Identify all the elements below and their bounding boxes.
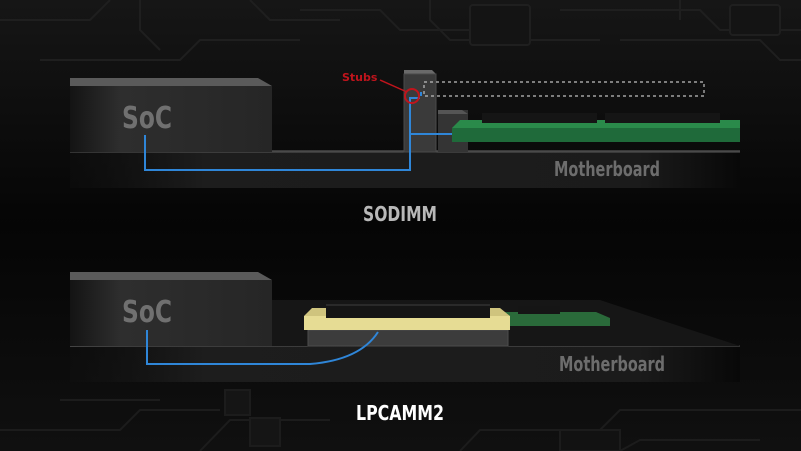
circuit-pattern-bottom bbox=[0, 389, 801, 451]
sodimm-dram-chip-1 bbox=[482, 113, 597, 123]
sodimm-motherboard-label: Motherboard bbox=[554, 157, 660, 181]
sodimm-dram-chip-2 bbox=[605, 113, 720, 123]
stub-outline bbox=[423, 81, 705, 97]
lpcamm2-soc-label: SoC bbox=[122, 295, 172, 330]
sodimm-socket-top bbox=[404, 70, 436, 74]
sodimm-caption: SODIMM bbox=[363, 202, 437, 226]
circuit-pattern-top bbox=[0, 0, 801, 61]
sodimm-socket bbox=[404, 74, 436, 152]
sodimm-soc-top bbox=[70, 78, 272, 86]
lpcamm2-module-green bbox=[490, 312, 610, 326]
sodimm-module bbox=[452, 128, 740, 142]
sodimm-soc bbox=[70, 86, 272, 152]
lpcamm2-diagram: SoC Motherboard LPCAMM2 bbox=[70, 272, 740, 425]
stub-marker-circle bbox=[404, 88, 420, 104]
stub-label: Stubs bbox=[342, 71, 378, 84]
lpcamm2-motherboard-label: Motherboard bbox=[559, 352, 665, 376]
lpcamm2-soc-top bbox=[70, 272, 272, 280]
sodimm-signal-trace bbox=[144, 97, 420, 171]
lpcamm2-module-gold bbox=[304, 316, 510, 330]
lpcamm2-connector-base bbox=[308, 330, 508, 346]
lpcamm2-signal-trace bbox=[146, 330, 379, 365]
sodimm-diagram: SoC Stubs Motherboard SODIMM bbox=[70, 70, 740, 226]
lpcamm2-soc bbox=[70, 280, 272, 346]
sodimm-soc-label: SoC bbox=[122, 101, 172, 136]
lpcamm2-small-chip bbox=[518, 306, 560, 314]
lpcamm2-dram-package bbox=[326, 304, 490, 318]
lpcamm2-caption: LPCAMM2 bbox=[356, 401, 444, 425]
stub-marker-leader bbox=[379, 79, 408, 93]
